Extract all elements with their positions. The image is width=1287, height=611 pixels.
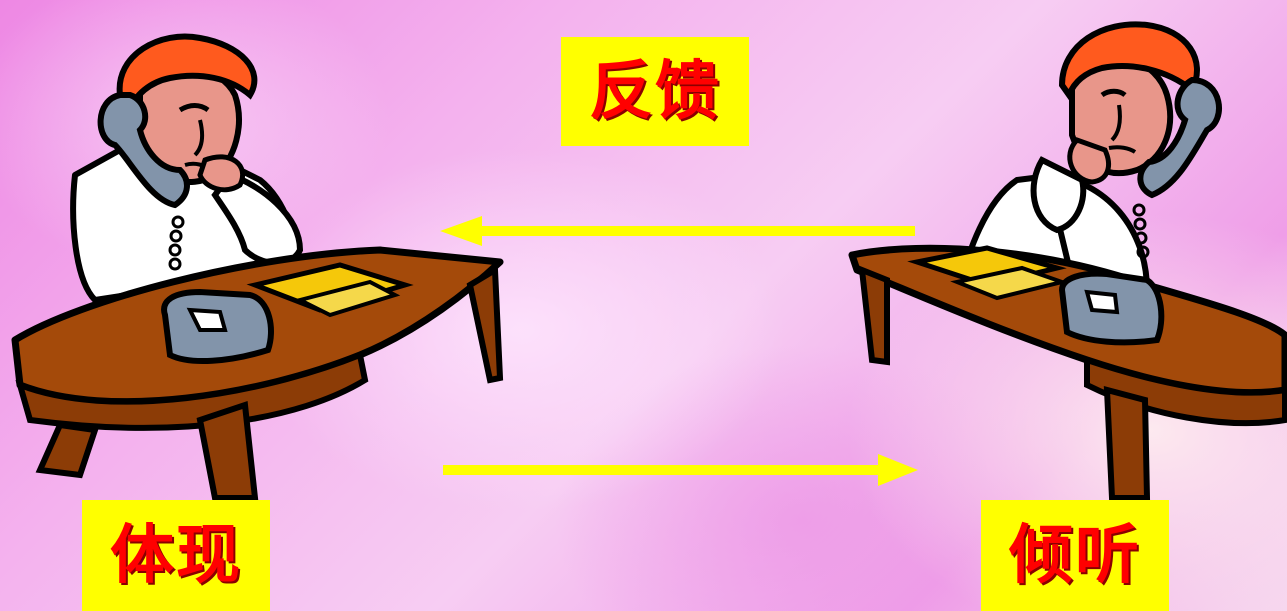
- express-label: 体现: [110, 518, 242, 593]
- feedback-arrow-left-icon: [440, 212, 915, 252]
- express-label-box: 体现: [82, 500, 270, 611]
- listen-label-box: 倾听: [981, 500, 1169, 611]
- right-person-at-desk-icon: [847, 0, 1287, 500]
- feedback-label: 反馈: [589, 54, 721, 129]
- listen-label: 倾听: [1009, 518, 1141, 593]
- feedback-label-box: 反馈: [561, 37, 749, 146]
- left-person-at-desk-icon: [0, 0, 510, 500]
- express-arrow-right-icon: [443, 450, 918, 490]
